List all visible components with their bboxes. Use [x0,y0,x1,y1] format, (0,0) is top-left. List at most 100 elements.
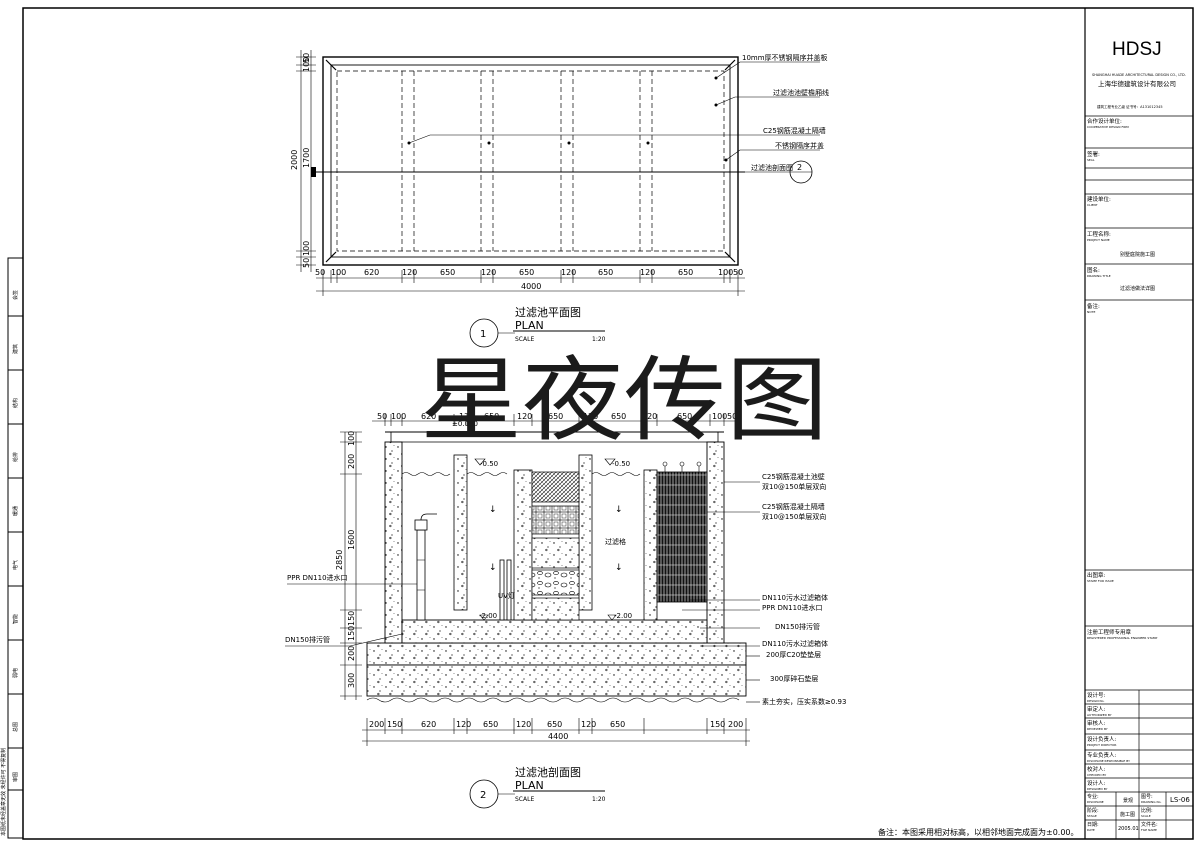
strip-item: 给排 [12,452,19,462]
section-dim: 120 [459,412,474,421]
plan-callout: C25钢筋混凝土隔墙 [763,126,826,135]
right-callout: PPR DN110进水口 [762,603,823,612]
tb-label: 设计负责人: [1087,735,1117,743]
right-callout: 200厚C20垫垫层 [766,650,821,659]
tb-sublabel: PROJECT DIRECTOR [1087,743,1116,747]
gravel-layer [366,664,747,697]
tb-label: 文件名: [1141,821,1158,828]
tb-label: 专业负责人: [1087,751,1117,759]
plan-section-mark: 2 [797,163,802,172]
tb-sublabel: DATE [1087,828,1095,832]
level-mark: -0.50 [612,460,630,468]
tb-sublabel: AUTHORIZED BY [1087,713,1112,717]
strip-item: 暖通 [12,506,19,516]
section-top-elev: ±0.000 [452,420,478,428]
tb-label: 阶段: [1087,807,1099,814]
section-scale: 1:20 [592,796,606,803]
base-c20-layer [366,642,747,666]
partition [513,469,533,621]
section-dim: 650 [547,720,562,729]
tb-sublabel: REGISTERED PROFESSIONAL ENGINEER STAMP [1087,636,1157,640]
plan-dim: 120 [402,268,417,277]
filter-base [531,597,580,621]
right-callout: 300厚碎石垫层 [770,674,818,683]
section-dim-total: 4400 [548,732,568,741]
level-mark: -2.00 [614,612,632,620]
plan-view: 2 10mm厚不锈钢隔序并盖板 过滤池池壁檐厢线 C25钢筋混凝土隔墙 不锈钢隔… [290,50,829,348]
tb-sublabel: DRAWING TITLE [1087,274,1111,278]
right-callout: 素土夯实，压实系数≥0.93 [762,697,846,706]
left-signoff-strip: 会签 建筑 结构 给排 暖通 电气 智能 弱电 总图 审图 本图纸未经盖章无效 … [0,257,24,839]
inlet-pipe [414,513,437,621]
tb-drawing-title: 过滤池做法详图 [1120,285,1155,292]
right-callout: C25钢筋混凝土池壁 [762,472,825,481]
right-callout: DN110污水过滤箱体 [762,639,828,648]
plan-title-cn: 过滤池平面图 [515,306,581,319]
strip-item: 电气 [12,560,19,570]
section-dim: 650 [611,412,626,421]
uv-lamp [499,559,512,621]
plan-dim: 650 [519,268,534,277]
section-title-en: PLAN [515,779,544,792]
section-dim: 100 [347,431,356,446]
bottom-note: 备注：本图采用相对标高，以相邻地面完成面为±0.00。 [878,827,1079,837]
partition [643,469,658,621]
tb-sublabel: DESIGN No. [1087,699,1105,703]
partition [578,454,593,611]
tb-sublabel: PROJECT NAME [1087,238,1110,242]
left-callout: PPR DN110进水口 [287,573,348,582]
tb-stage: 施工图 [1120,811,1135,818]
right-wall [706,441,725,644]
level-mark: -2.00 [479,612,497,620]
plan-dim: 100 [302,57,311,72]
tb-label: 图号: [1141,794,1153,800]
tb-label: 备注: [1087,302,1100,310]
section-dim: 200 [347,646,356,661]
bio-media-block [656,471,708,603]
plan-dim: 100 [331,268,346,277]
section-dim: 120 [456,720,471,729]
tb-label: 审核人: [1087,719,1106,727]
filter-sponge [531,471,580,503]
tb-label: 图名: [1087,266,1100,274]
right-callout: 双10@150单层双向 [762,512,826,521]
plan-dim: 650 [440,268,455,277]
watermark: 星夜传图 [420,347,828,454]
tb-label: 建设单位: [1087,195,1111,203]
compacted-soil [366,697,740,703]
filter-cell-label: 过滤格 [605,537,626,546]
plan-cover-outline [336,70,725,252]
plan-dim: 120 [481,268,496,277]
section-dim: 120 [581,720,596,729]
section-dim: 650 [610,720,625,729]
section-dim: 120 [517,412,532,421]
right-callout: 双10@150单层双向 [762,482,826,491]
tb-label: 设计号: [1087,691,1106,699]
section-dim: 300 [347,673,356,688]
plan-dim: 650 [598,268,613,277]
filter-gravel [531,569,580,596]
plan-callout: 过滤池剖面图 [751,163,793,172]
tb-label: 合作设计单位: [1087,117,1122,125]
tb-sublabel: REVIEWED BY [1087,727,1108,731]
tb-sublabel: FILE NAME [1141,828,1157,832]
tb-sublabel: STAGE [1087,814,1097,818]
strip-item: 建筑 [12,344,19,354]
plan-dim: 100 [302,241,311,256]
strip-item: 会签 [12,290,19,300]
tb-sublabel: NOTE [1087,310,1095,314]
company-cert: 建筑工程专业乙级 证书号：A131012345 [1097,104,1163,109]
level-mark: -0.50 [480,460,498,468]
section-dim: 200 [369,720,384,729]
tb-sublabel: DRAWING No. [1141,800,1162,804]
filter-ring [531,505,580,535]
tb-sublabel: SEAL [1087,158,1095,162]
tb-label: 审定人: [1087,705,1106,713]
plan-outer-wall [322,56,739,266]
section-dim: 120 [583,412,598,421]
plan-dim: 50 [733,268,743,277]
tb-label: 工程名称: [1087,230,1111,238]
tb-label: 比例: [1141,807,1153,814]
plan-dim: 50 [302,258,311,268]
